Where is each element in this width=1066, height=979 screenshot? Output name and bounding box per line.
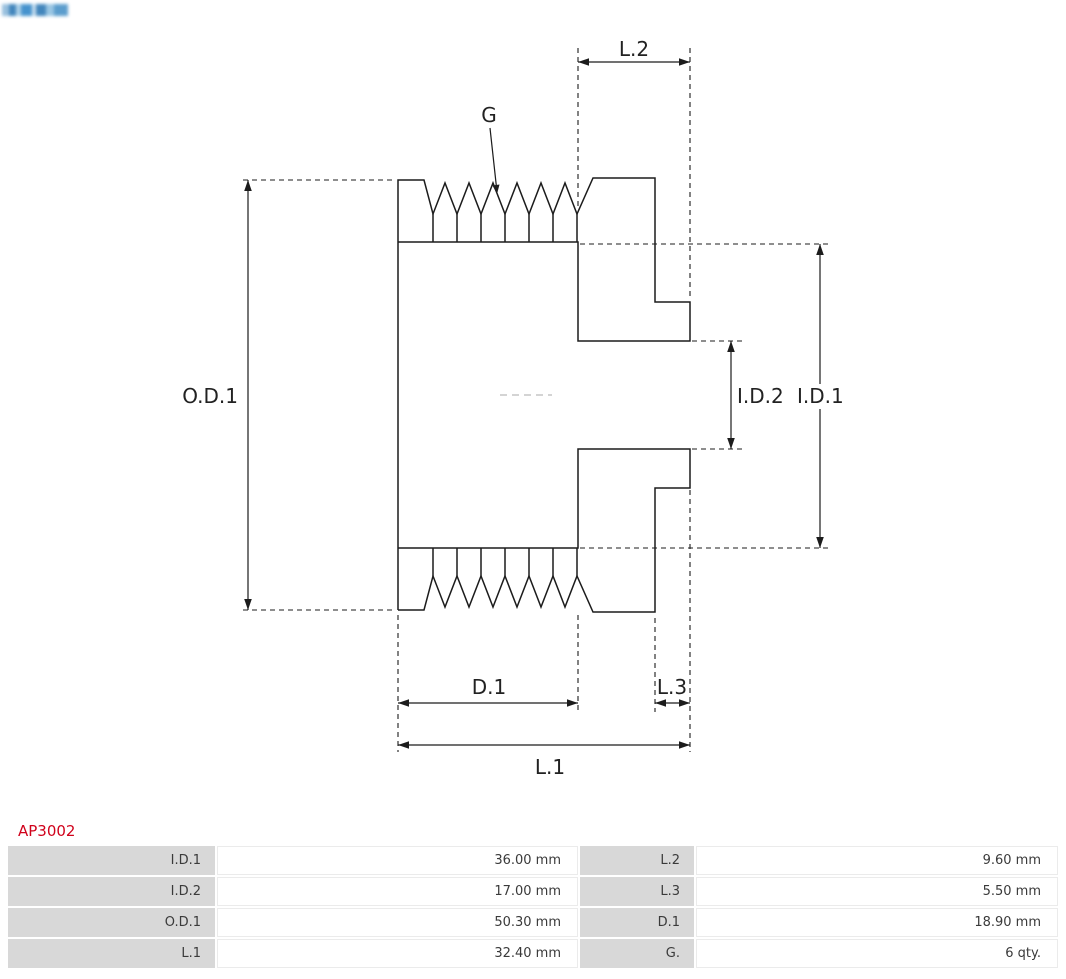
spec-value: 32.40 mm (217, 939, 578, 968)
pulley-outline (397, 177, 691, 613)
groove-flanks-top (432, 214, 578, 242)
spec-value: 50.30 mm (217, 908, 578, 937)
label-id1: I.D.1 (797, 384, 844, 408)
pulley-diagram-area: L.2 G O.D.1 I.D.2 I.D.1 D.1 L.3 L.1 (182, 37, 855, 779)
part-number: AP3002 (18, 822, 76, 840)
spec-value: 9.60 mm (696, 846, 1058, 875)
label-l1: L.1 (535, 755, 565, 779)
spec-label: I.D.1 (8, 846, 215, 875)
spec-value: 5.50 mm (696, 877, 1058, 906)
spec-label: G. (580, 939, 694, 968)
brand-logo (2, 4, 68, 16)
label-g: G (481, 103, 497, 127)
label-od1: O.D.1 (182, 384, 238, 408)
groove-flanks-bottom (432, 548, 578, 576)
pulley-outline-bottom (398, 448, 691, 613)
leader-line-g (489, 127, 498, 193)
spec-label: O.D.1 (8, 908, 215, 937)
spec-label: L.3 (580, 877, 694, 906)
spec-label: I.D.2 (8, 877, 215, 906)
dimension-lines (247, 61, 821, 746)
spec-value: 36.00 mm (217, 846, 578, 875)
dimension-arrowheads (244, 58, 824, 749)
extension-lines (243, 48, 832, 752)
spec-table: I.D.1 36.00 mm L.2 9.60 mm I.D.2 17.00 m… (8, 846, 1058, 968)
spec-value: 18.90 mm (696, 908, 1058, 937)
pulley-outline-top (397, 177, 691, 610)
spec-label: L.1 (8, 939, 215, 968)
spec-value: 17.00 mm (217, 877, 578, 906)
id1-label-mask (793, 384, 855, 409)
spec-value: 6 qty. (696, 939, 1058, 968)
label-id2: I.D.2 (737, 384, 784, 408)
label-l3: L.3 (657, 675, 687, 699)
pulley-diagram: L.2 G O.D.1 I.D.2 I.D.1 D.1 L.3 L.1 (182, 37, 855, 779)
spec-label: D.1 (580, 908, 694, 937)
label-d1: D.1 (472, 675, 506, 699)
dimension-labels: L.2 G O.D.1 I.D.2 I.D.1 D.1 L.3 L.1 (182, 37, 844, 779)
spec-label: L.2 (580, 846, 694, 875)
label-l2: L.2 (619, 37, 649, 61)
